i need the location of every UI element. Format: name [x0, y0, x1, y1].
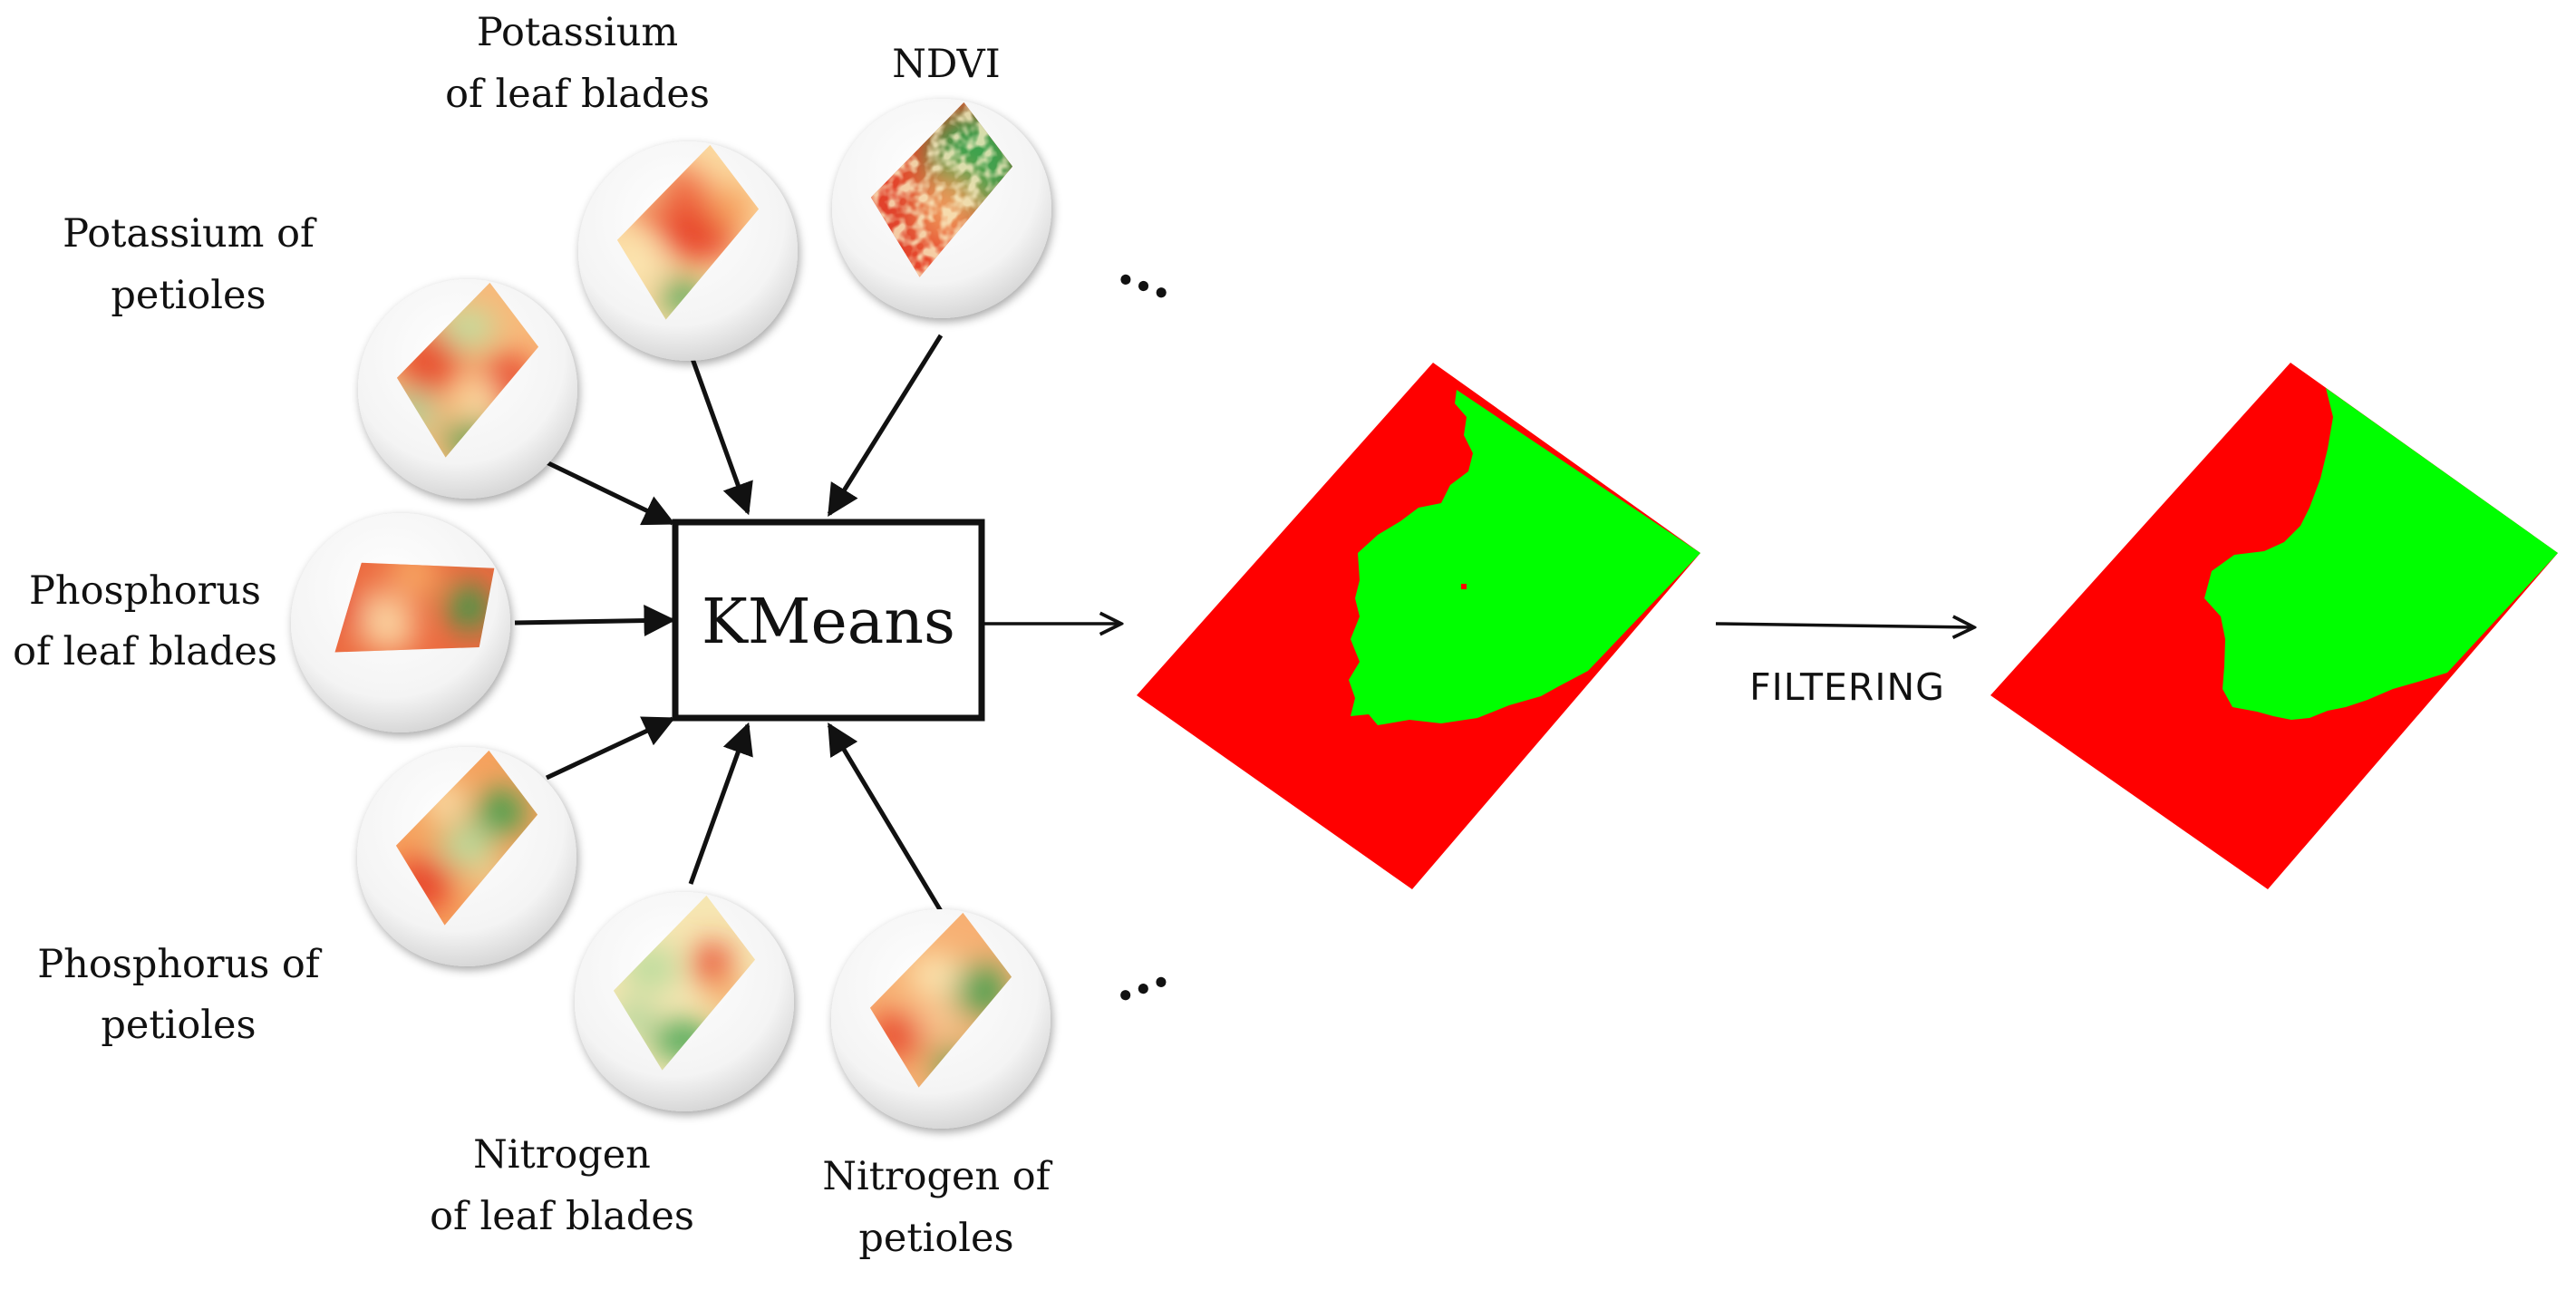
arrow-icon [1715, 624, 1974, 627]
arrow-icon [827, 722, 944, 913]
arrow-icon [689, 355, 753, 516]
heatmap-thumbnail-icon [832, 99, 1051, 318]
label-nitrogen-leaf-blades-line1: Nitrogen [473, 1132, 651, 1178]
ellipsis-bottom: ... [1101, 936, 1177, 1015]
kmeans-label: KMeans [702, 587, 955, 658]
kmeans-zone-map-raw [1137, 363, 1700, 889]
arrow-icon [514, 605, 676, 637]
label-nitrogen-petioles-line1: Nitrogen of [822, 1154, 1052, 1199]
zone-red-speck [1461, 584, 1467, 589]
label-phosphorus-leaf-blades-line2: of leaf blades [13, 629, 277, 674]
label-phosphorus-leaf-blades-line1: Phosphorus [29, 568, 261, 614]
label-phosphorus-petioles-line1: Phosphorus of [37, 942, 323, 987]
heatmap-thumbnail-icon [357, 747, 576, 966]
ellipsis-top: ... [1110, 234, 1186, 313]
arrow-icon [827, 334, 944, 517]
heatmap-thumbnail-icon [575, 892, 794, 1111]
heatmap-thumbnail-icon [358, 279, 577, 499]
label-potassium-leaf-blades-line2: of leaf blades [445, 72, 710, 117]
arrow-icon [688, 722, 753, 885]
filtered-zone-map [1990, 363, 2558, 889]
label-potassium-petioles-line1: Potassium of [63, 211, 317, 257]
heatmap-thumbnail-icon [578, 141, 798, 361]
label-phosphorus-petioles-line2: petioles [101, 1003, 256, 1048]
arrow-icon [545, 716, 676, 781]
label-ndvi: NDVI [892, 42, 1000, 87]
input-arrows [514, 334, 944, 913]
label-nitrogen-leaf-blades-line2: of leaf blades [430, 1194, 694, 1239]
label-nitrogen-petioles-line2: petioles [858, 1216, 1013, 1261]
label-potassium-leaf-blades-line1: Potassium [477, 10, 678, 55]
heatmap-thumbnail-icon [831, 909, 1051, 1129]
kmeans-box: KMeans [672, 519, 985, 722]
zone-green [2204, 388, 2558, 720]
arrow-icon [545, 460, 676, 526]
filtering-label: FILTERING [1749, 665, 1945, 709]
heatmap-thumbnail-icon [291, 499, 528, 732]
zone-green [1349, 390, 1700, 725]
label-potassium-petioles-line2: petioles [111, 273, 266, 318]
